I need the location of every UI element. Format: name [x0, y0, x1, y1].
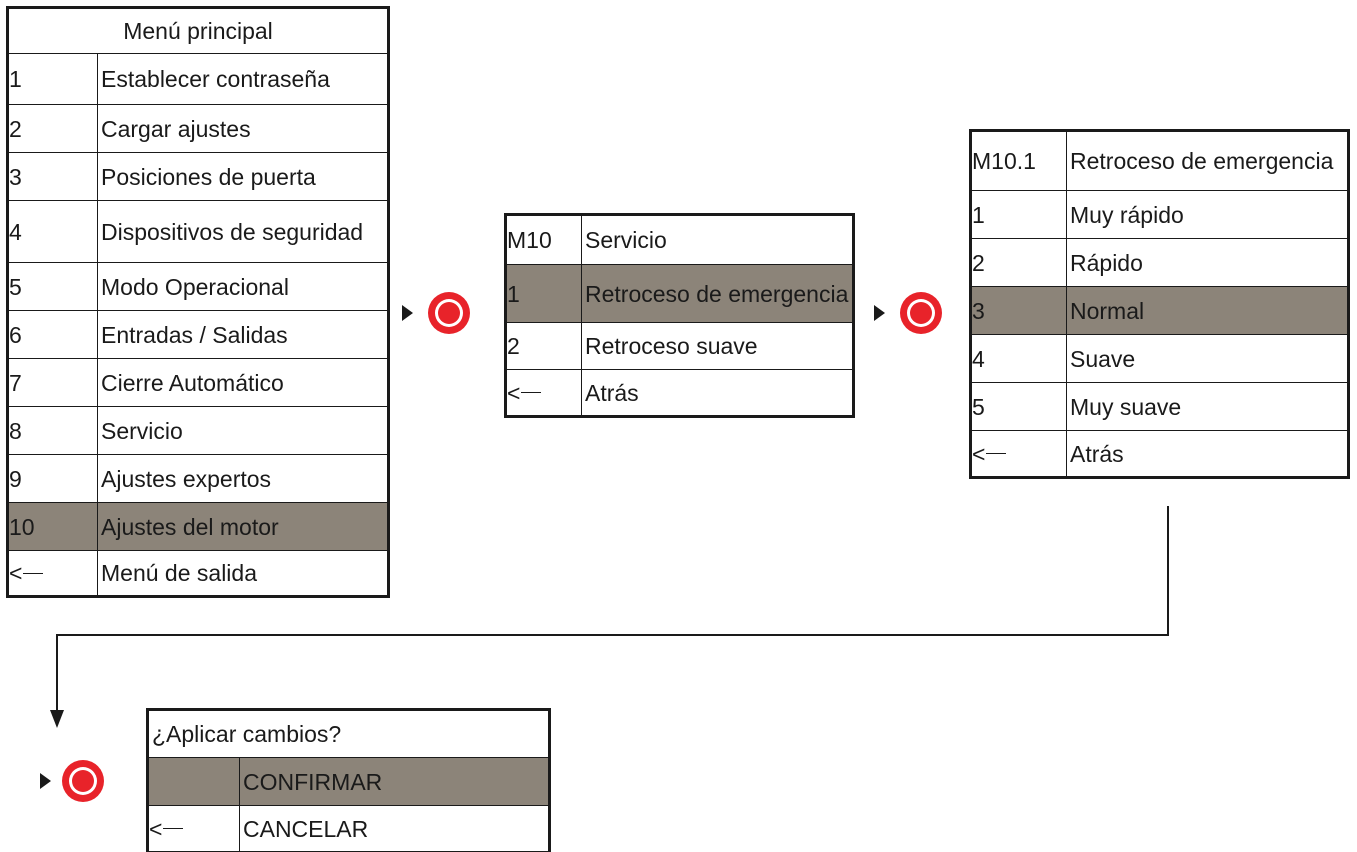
item-label: Normal	[1066, 286, 1349, 335]
play-arrow-icon	[40, 773, 51, 789]
back-arrow-icon: <	[970, 430, 1067, 478]
item-number: 4	[7, 200, 98, 263]
item-label: Atrás	[1066, 430, 1349, 478]
item-label: Posiciones de puerta	[97, 152, 389, 201]
menu-title: Servicio	[581, 214, 854, 265]
item-number: 3	[7, 152, 98, 201]
menu-item-back[interactable]: < CANCELAR	[147, 805, 550, 852]
item-label: Menú de salida	[97, 550, 389, 597]
red-knob-icon	[870, 288, 956, 343]
arrow-down-icon	[50, 710, 64, 728]
item-number: 1	[970, 190, 1067, 239]
back-arrow-icon: <	[147, 805, 240, 852]
play-arrow-icon	[402, 305, 413, 321]
item-label: Dispositivos de seguridad	[97, 200, 389, 263]
menu-item-back[interactable]: <Atrás	[505, 369, 854, 417]
item-label: Suave	[1066, 334, 1349, 383]
menu-item-back[interactable]: <Atrás	[970, 430, 1349, 478]
menu-code: M10	[505, 214, 582, 265]
red-knob-icon	[36, 756, 122, 811]
menu-header: M10 Servicio	[505, 214, 854, 265]
menu-header: M10.1 Retroceso de emergencia	[970, 130, 1349, 191]
item-number: 3	[970, 286, 1067, 335]
item-label: Retroceso de emergencia	[581, 264, 854, 323]
item-label: Modo Operacional	[97, 262, 389, 311]
item-number: 5	[970, 382, 1067, 431]
red-knob-icon	[398, 288, 484, 343]
confirm-button[interactable]: CONFIRMAR	[239, 757, 550, 806]
back-arrow-icon: <	[7, 550, 98, 597]
back-arrow-icon: <	[505, 369, 582, 417]
item-label: Entradas / Salidas	[97, 310, 389, 359]
menu-item-selected[interactable]: CONFIRMAR	[147, 757, 550, 806]
item-label: Ajustes expertos	[97, 454, 389, 503]
confirm-menu: ¿Aplicar cambios? CONFIRMAR < CANCELAR	[146, 708, 551, 852]
confirm-title: ¿Aplicar cambios?	[147, 709, 550, 758]
cancel-button[interactable]: CANCELAR	[239, 805, 550, 852]
item-number: 1	[505, 264, 582, 323]
item-label: Atrás	[581, 369, 854, 417]
item-label: Establecer contraseña	[97, 53, 389, 105]
item-label: Retroceso suave	[581, 322, 854, 370]
menu-title: Retroceso de emergencia	[1066, 130, 1349, 191]
item-number	[147, 757, 240, 806]
item-label: Servicio	[97, 406, 389, 455]
item-label: Cierre Automático	[97, 358, 389, 407]
menu-item-back[interactable]: <Menú de salida	[7, 550, 389, 597]
play-arrow-icon	[874, 305, 885, 321]
item-label: Muy rápido	[1066, 190, 1349, 239]
